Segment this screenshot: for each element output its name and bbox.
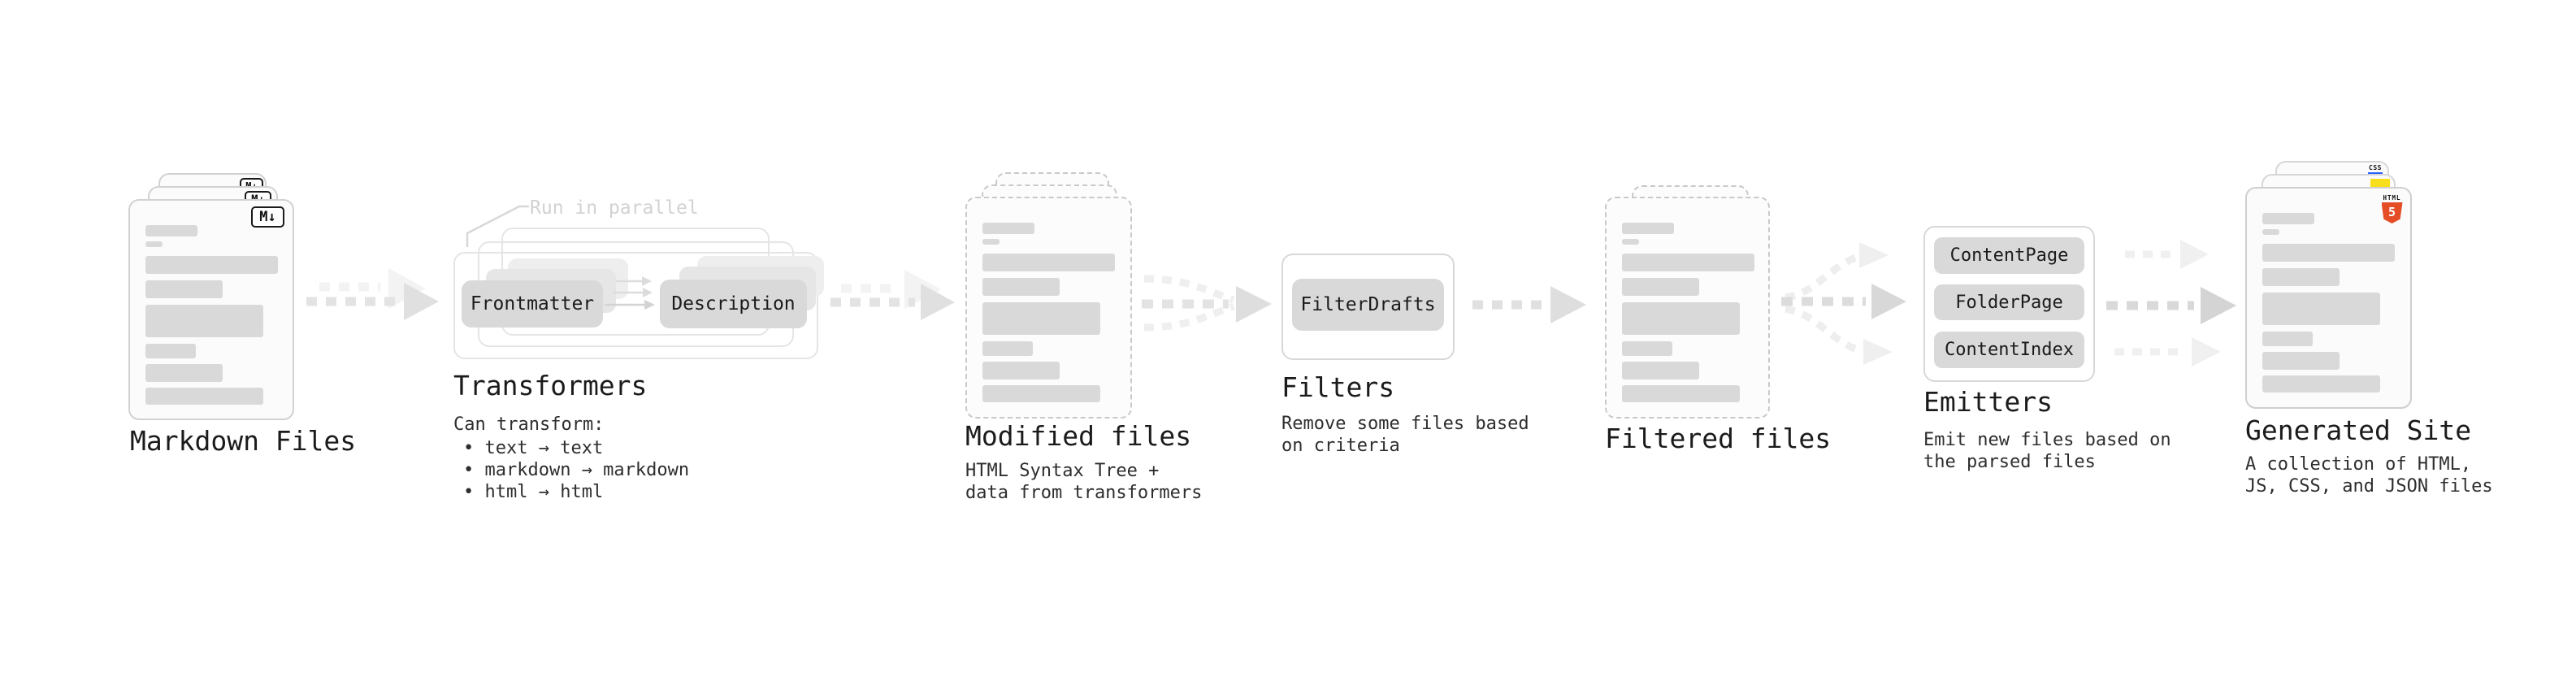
frontmatter-to-description-arrows xyxy=(605,276,655,310)
contentindex-pill: ContentIndex xyxy=(1934,332,2084,368)
run-in-parallel-note: Run in parallel xyxy=(530,197,699,219)
transformers-label: Transformers xyxy=(453,370,648,401)
filterdrafts-pill: FilterDrafts xyxy=(1292,279,1444,331)
text-line-placeholder xyxy=(982,254,1115,271)
generated-site-desc-line: A collection of HTML, xyxy=(2245,454,2472,475)
transformers-bullet-list: • text → text • markdown → markdown • ht… xyxy=(463,437,689,503)
text-line-placeholder xyxy=(1622,239,1639,245)
contentpage-pill: ContentPage xyxy=(1934,237,2084,274)
text-line-placeholder xyxy=(982,302,1100,335)
text-line-placeholder xyxy=(2262,244,2395,262)
description-pill: Description xyxy=(660,280,807,328)
text-line-placeholder xyxy=(145,388,263,405)
transformers-bullet: • markdown → markdown xyxy=(463,460,690,480)
emitters-label: Emitters xyxy=(1923,386,2053,418)
text-line-placeholder xyxy=(982,341,1033,356)
filters-desc-line: Remove some files based xyxy=(1281,414,1529,434)
text-line-placeholder xyxy=(2262,293,2380,325)
text-line-placeholder xyxy=(2262,229,2279,235)
text-line-placeholder xyxy=(2262,352,2340,370)
text-line-placeholder xyxy=(1622,362,1699,380)
text-line-placeholder xyxy=(1622,254,1754,271)
html5-icon: HTML 5 xyxy=(2381,194,2403,223)
text-line-placeholder xyxy=(982,278,1060,296)
filtered-file-card-front xyxy=(1605,197,1770,419)
text-line-placeholder xyxy=(145,256,278,274)
emitters-desc: Emit new files based on the parsed files xyxy=(1923,429,2171,473)
text-line-placeholder xyxy=(1622,302,1740,335)
text-line-placeholder xyxy=(1622,278,1699,296)
filters-label: Filters xyxy=(1281,371,1395,403)
filters-desc: Remove some files based on criteria xyxy=(1281,413,1529,457)
text-line-placeholder xyxy=(1622,223,1674,234)
filtered-files-label: Filtered files xyxy=(1605,423,1832,454)
markdown-icon: M↓ xyxy=(251,206,284,228)
text-line-placeholder xyxy=(1622,341,1672,356)
transformers-bullet: • text → text xyxy=(463,438,604,458)
transformers-bullet: • html → html xyxy=(463,482,604,502)
modified-file-card-front xyxy=(965,197,1132,419)
css-icon-label: CSS xyxy=(2369,164,2382,171)
generated-site-desc-line: JS, CSS, and JSON files xyxy=(2245,476,2493,497)
text-line-placeholder xyxy=(145,225,197,236)
text-line-placeholder xyxy=(982,385,1100,402)
transformer-container-front xyxy=(453,252,818,359)
generated-site-label: Generated Site xyxy=(2245,414,2472,446)
arrow-filtered-to-emitters-fanout xyxy=(1781,242,1906,365)
text-line-placeholder xyxy=(2262,268,2340,286)
html5-icon-number: 5 xyxy=(2387,205,2396,219)
text-line-placeholder xyxy=(2262,213,2314,224)
markdown-file-card-front: M↓ xyxy=(128,199,294,420)
text-line-placeholder xyxy=(145,280,223,298)
arrow-transformers-to-modified xyxy=(830,270,955,320)
emitters-desc-line: Emit new files based on xyxy=(1923,430,2171,450)
html5-icon-label: HTML xyxy=(2383,194,2401,202)
text-line-placeholder xyxy=(145,344,196,358)
filters-desc-line: on criteria xyxy=(1281,436,1400,456)
emitters-desc-line: the parsed files xyxy=(1923,452,2096,472)
transformers-desc-heading: Can transform: xyxy=(453,414,605,435)
arrow-emitters-to-generated xyxy=(2106,240,2236,367)
arrow-modified-to-filters-merge xyxy=(1142,275,1272,332)
run-in-parallel-callout-line xyxy=(466,205,529,247)
markdown-files-label: Markdown Files xyxy=(130,425,357,457)
arrow-markdown-to-transformers xyxy=(306,268,439,320)
modified-files-desc-line: data from transformers xyxy=(965,483,1203,503)
text-line-placeholder xyxy=(982,362,1060,380)
text-line-placeholder xyxy=(2262,332,2313,346)
javascript-icon xyxy=(2370,179,2390,189)
text-line-placeholder xyxy=(1622,385,1740,402)
text-line-placeholder xyxy=(145,364,223,382)
text-line-placeholder xyxy=(145,305,263,337)
text-line-placeholder xyxy=(145,241,163,247)
generated-html-file-card: HTML 5 xyxy=(2245,187,2412,409)
text-line-placeholder xyxy=(982,239,1000,245)
modified-files-label: Modified files xyxy=(965,420,1192,452)
modified-files-desc-line: HTML Syntax Tree + xyxy=(965,461,1160,481)
arrow-filters-to-filtered xyxy=(1472,286,1586,323)
generated-site-desc: A collection of HTML, JS, CSS, and JSON … xyxy=(2245,453,2493,497)
text-line-placeholder xyxy=(982,223,1034,234)
modified-files-desc: HTML Syntax Tree + data from transformer… xyxy=(965,460,1202,504)
folderpage-pill: FolderPage xyxy=(1934,284,2084,320)
text-line-placeholder xyxy=(2262,375,2380,393)
frontmatter-pill: Frontmatter xyxy=(462,280,603,327)
